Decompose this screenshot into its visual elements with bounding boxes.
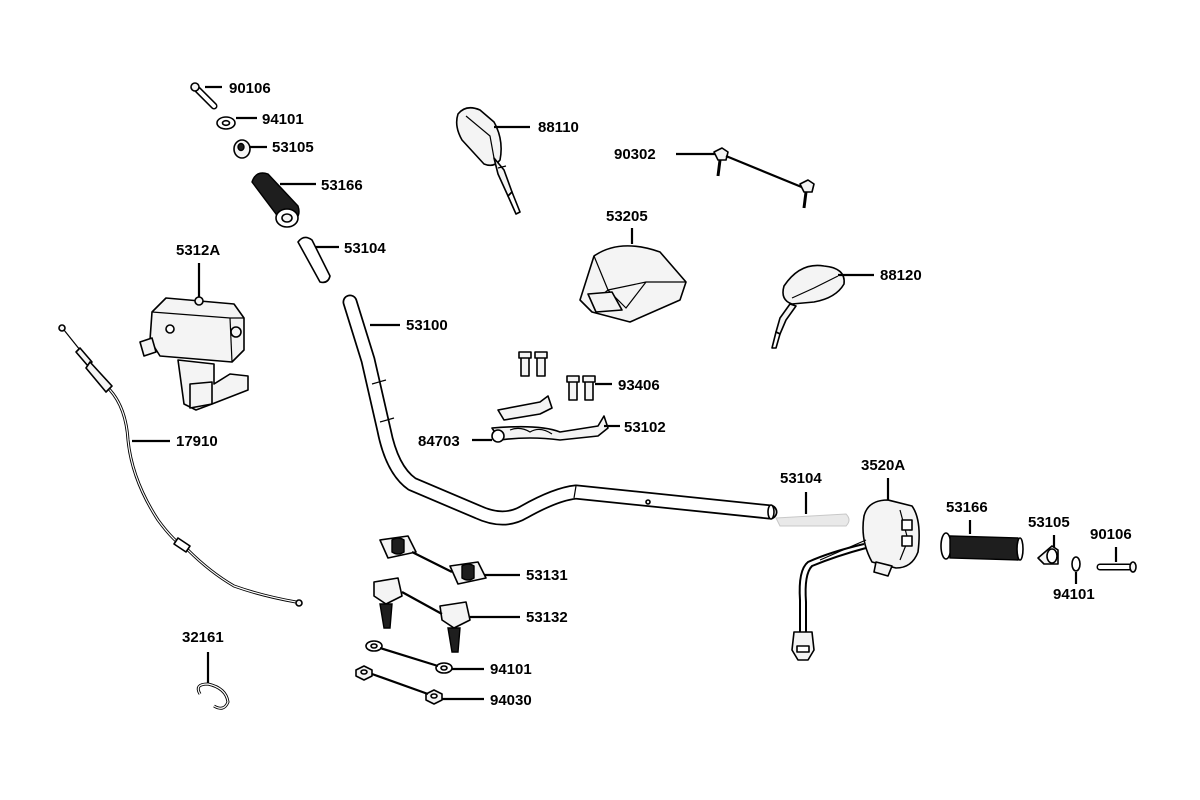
label-94030: 94030 <box>490 692 532 709</box>
label-90106-right: 90106 <box>1090 526 1132 543</box>
label-94101-bottom: 94101 <box>490 661 532 678</box>
bolt-90302-left <box>713 147 729 177</box>
label-32161: 32161 <box>182 629 224 646</box>
bolts-93406 <box>518 351 596 401</box>
label-53205: 53205 <box>606 208 648 225</box>
throttle-housing-5312A <box>139 296 249 411</box>
label-93406: 93406 <box>618 377 660 394</box>
label-53166-right: 53166 <box>946 499 988 516</box>
mirror-88120 <box>771 264 845 349</box>
label-5312A: 5312A <box>176 242 220 259</box>
bolt-90302-right <box>799 179 815 209</box>
label-53131: 53131 <box>526 567 568 584</box>
bolt-90106-left <box>190 82 218 110</box>
leader-94101-bottom-link <box>379 646 439 668</box>
brace-84703-53102 <box>491 395 609 443</box>
label-3520A: 3520A <box>861 457 905 474</box>
upper-holder-53131 <box>379 535 487 585</box>
label-53102: 53102 <box>624 419 666 436</box>
end-cap-53105-left <box>233 139 251 159</box>
label-94101-right: 94101 <box>1053 586 1095 603</box>
leader-90302-link <box>725 154 805 190</box>
label-53104-left: 53104 <box>344 240 386 257</box>
label-53104-right: 53104 <box>780 470 822 487</box>
label-17910: 17910 <box>176 433 218 450</box>
lower-holder-53132 <box>373 577 471 653</box>
handlebar-53100 <box>342 294 778 526</box>
label-90302: 90302 <box>614 146 656 163</box>
label-53105-right: 53105 <box>1028 514 1070 531</box>
throttle-cable-17910 <box>58 324 303 607</box>
label-84703: 84703 <box>418 433 460 450</box>
mirror-88110 <box>455 106 521 215</box>
leader-53131-link <box>411 551 453 573</box>
label-88120: 88120 <box>880 267 922 284</box>
end-cap-53105-right <box>1037 545 1059 565</box>
label-53100: 53100 <box>406 317 448 334</box>
bolt-90106-right <box>1096 561 1137 573</box>
label-94101-left: 94101 <box>262 111 304 128</box>
leader-94030-link <box>371 672 429 696</box>
handlebar-cover-53205 <box>579 245 687 323</box>
leader-53132-link <box>401 591 443 615</box>
washers-94101-bottom <box>365 640 453 674</box>
grip-53166-right <box>940 532 1024 561</box>
washer-94101-right <box>1071 556 1081 572</box>
label-90106-left: 90106 <box>229 80 271 97</box>
clip-32161 <box>196 682 230 710</box>
switch-3520A <box>791 499 920 661</box>
nuts-94030 <box>355 665 443 705</box>
sleeve-53104-left <box>297 236 331 284</box>
washer-94101-left <box>216 116 236 130</box>
label-53105-left: 53105 <box>272 139 314 156</box>
label-53166-left: 53166 <box>321 177 363 194</box>
sleeve-53104-right <box>775 513 850 527</box>
label-53132: 53132 <box>526 609 568 626</box>
label-88110: 88110 <box>538 119 579 136</box>
grip-53166-left <box>251 172 300 228</box>
